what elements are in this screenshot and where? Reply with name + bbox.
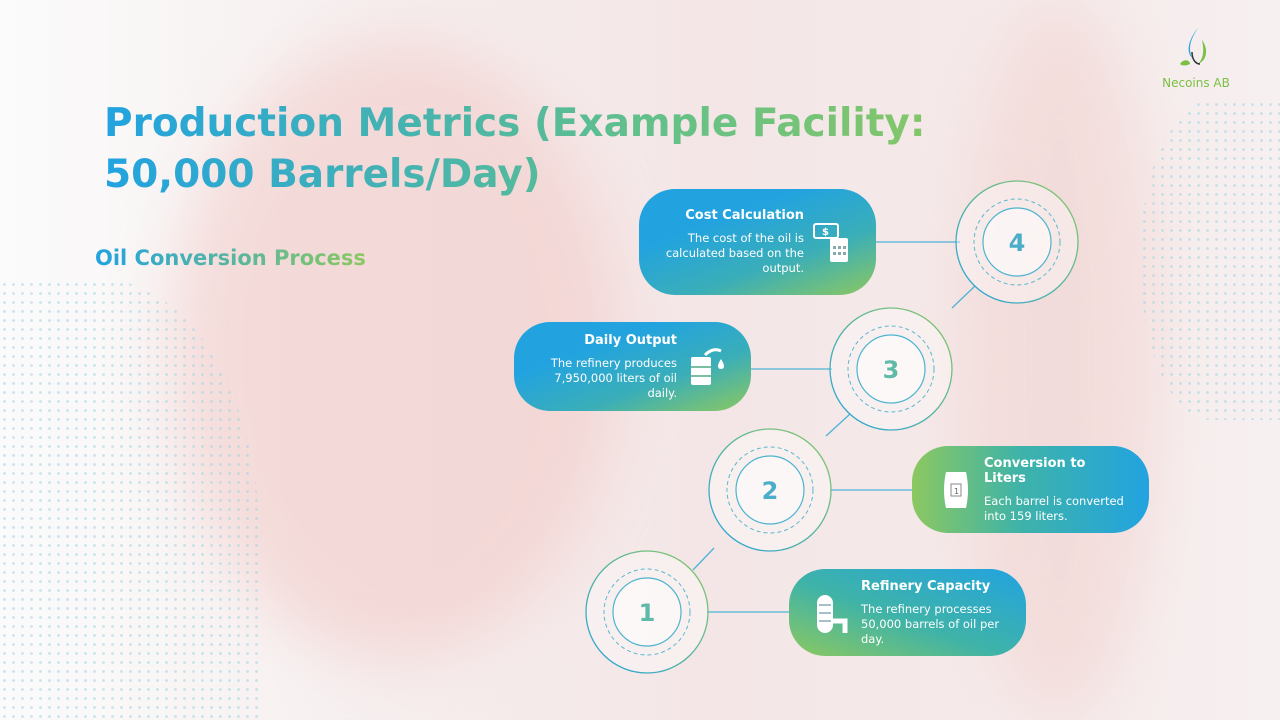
svg-text:1: 1 — [954, 487, 959, 496]
decorative-dots — [1140, 100, 1280, 420]
step-text: Each barrel is converted into 159 liters… — [984, 493, 1124, 523]
dashed-ring — [847, 325, 935, 413]
step-text: The refinery processes 50,000 barrels of… — [861, 601, 1000, 646]
dashed-ring — [603, 568, 691, 656]
inner-ring — [856, 334, 926, 404]
step-number: 2 — [762, 477, 779, 505]
inner-ring — [982, 207, 1052, 277]
step-title: Conversion to Liters — [984, 455, 1086, 486]
step-text: The cost of the oil is calculated based … — [665, 231, 804, 275]
step-text: The refinery produces 7,950,000 liters o… — [550, 355, 677, 400]
step-number: 1 — [639, 599, 656, 627]
refinery-icon — [817, 594, 848, 633]
step-title: Cost Calculation — [685, 208, 804, 223]
page-title: Production Metrics (Example Facility: 50… — [104, 98, 1004, 200]
step-title: Refinery Capacity — [861, 578, 991, 594]
section-subtitle: Oil Conversion Process — [95, 246, 366, 270]
step-title: Daily Output — [584, 332, 677, 348]
dashed-ring — [726, 446, 814, 534]
inner-ring — [735, 455, 805, 525]
logo-text: Necoins AB — [1162, 76, 1230, 90]
company-logo: Necoins AB — [1146, 26, 1246, 90]
dashed-ring — [973, 198, 1061, 286]
step-circle-4: 4 — [955, 180, 1079, 304]
inner-ring — [612, 577, 682, 647]
oil-output-icon — [691, 347, 724, 385]
step-circle-3: 3 — [829, 307, 953, 431]
barrel-icon: 1 — [944, 471, 968, 508]
step-number: 3 — [883, 356, 900, 384]
step-circle-1: 1 — [585, 550, 709, 674]
droplet-logo-icon — [1180, 28, 1207, 66]
step-circle-2: 2 — [708, 428, 832, 552]
money-calculator-icon: $ — [813, 223, 848, 262]
svg-text:$: $ — [822, 227, 829, 238]
step-number: 4 — [1009, 229, 1026, 257]
